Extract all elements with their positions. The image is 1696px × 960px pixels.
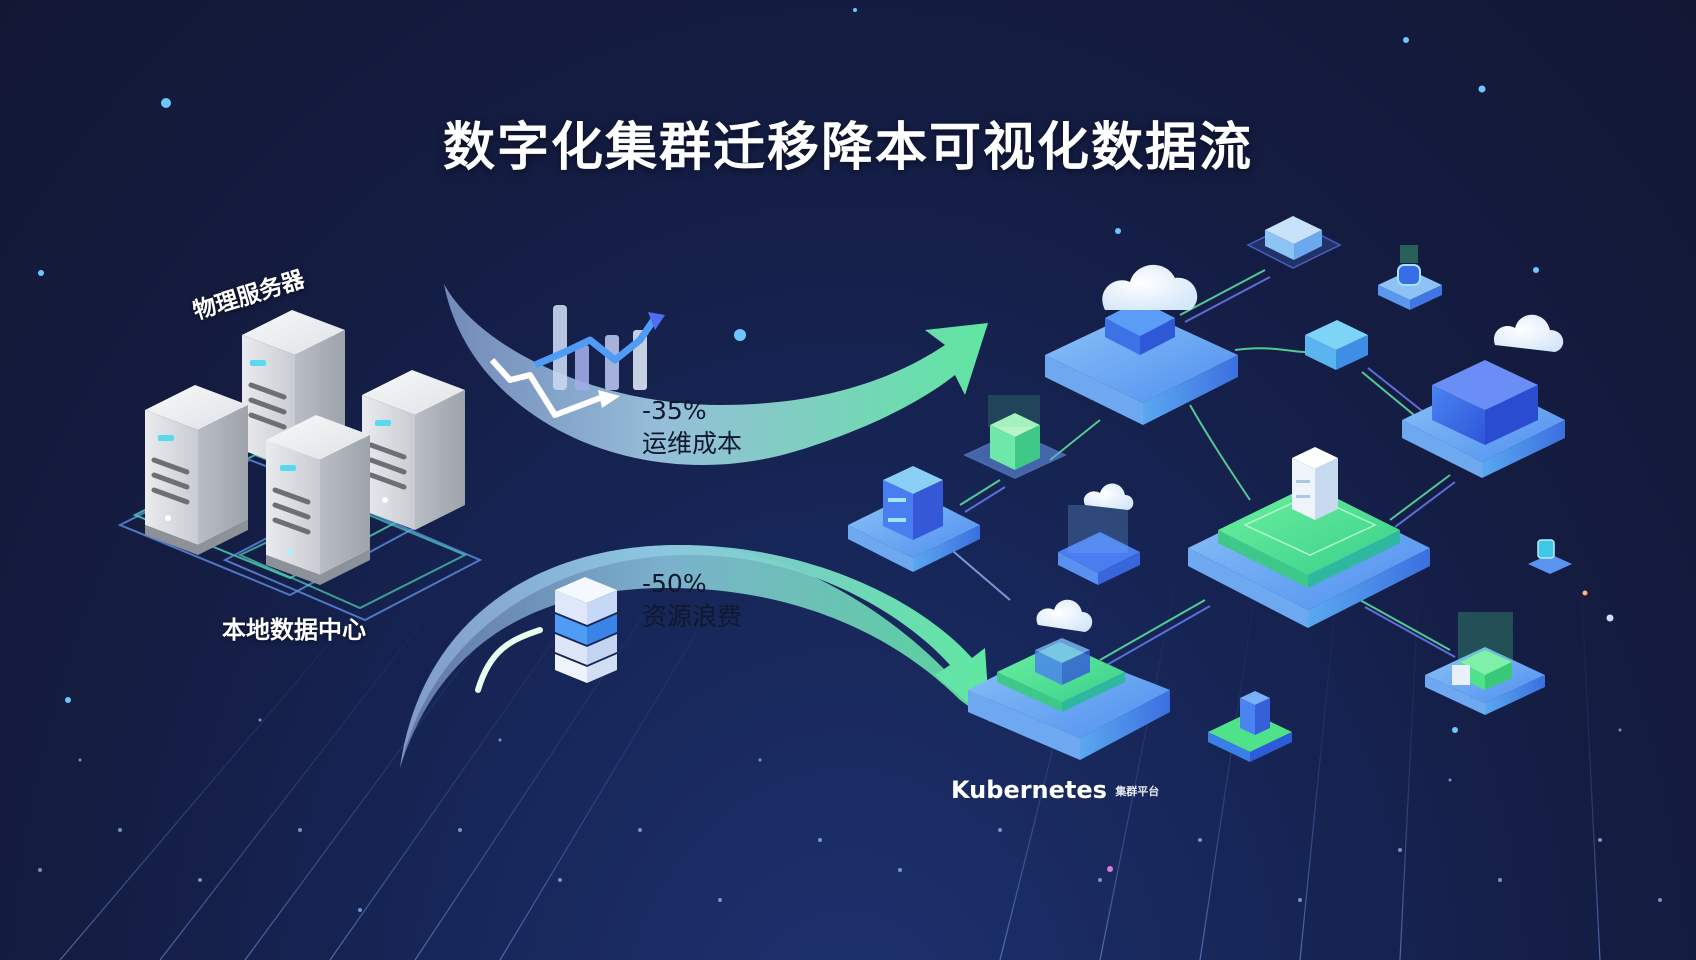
kubernetes-label-suffix: 集群平台 bbox=[1115, 785, 1160, 798]
target-platform-node bbox=[968, 599, 1170, 760]
server-stack-icon bbox=[475, 577, 617, 693]
server-icon bbox=[145, 385, 248, 555]
server-icon bbox=[362, 370, 465, 530]
server-icon bbox=[266, 415, 370, 585]
service-node bbox=[1425, 612, 1545, 715]
cloud-container-node bbox=[1058, 483, 1140, 585]
page-title: 数字化集群迁移降本可视化数据流 bbox=[442, 118, 1253, 178]
monitor-node bbox=[1208, 691, 1292, 762]
kubernetes-label: Kubernetes 集群平台 bbox=[951, 776, 1159, 804]
container-node bbox=[963, 395, 1067, 479]
metric-label: 资源浪费 bbox=[642, 602, 743, 631]
kubernetes-label-text: Kubernetes bbox=[951, 776, 1107, 804]
compute-node bbox=[1402, 314, 1565, 478]
main-platform-node bbox=[1188, 447, 1430, 628]
cache-node bbox=[1305, 320, 1368, 370]
security-node bbox=[1378, 245, 1442, 310]
upper-flow-arrow bbox=[444, 284, 988, 465]
database-node bbox=[848, 466, 980, 572]
metric-value: -35% bbox=[642, 396, 707, 425]
metric-value: -50% bbox=[642, 569, 707, 598]
local-datacenter-label: 本地数据中心 bbox=[222, 616, 366, 644]
metric-label: 运维成本 bbox=[642, 429, 743, 458]
trend-chart-icon bbox=[489, 305, 665, 418]
cloud-node bbox=[1045, 264, 1238, 425]
chip-node bbox=[1528, 539, 1572, 574]
metric-ops-cost: -35% 运维成本 bbox=[642, 395, 742, 461]
metric-resource-waste: -50% 资源浪费 bbox=[642, 568, 742, 634]
storage-node bbox=[1246, 216, 1342, 269]
